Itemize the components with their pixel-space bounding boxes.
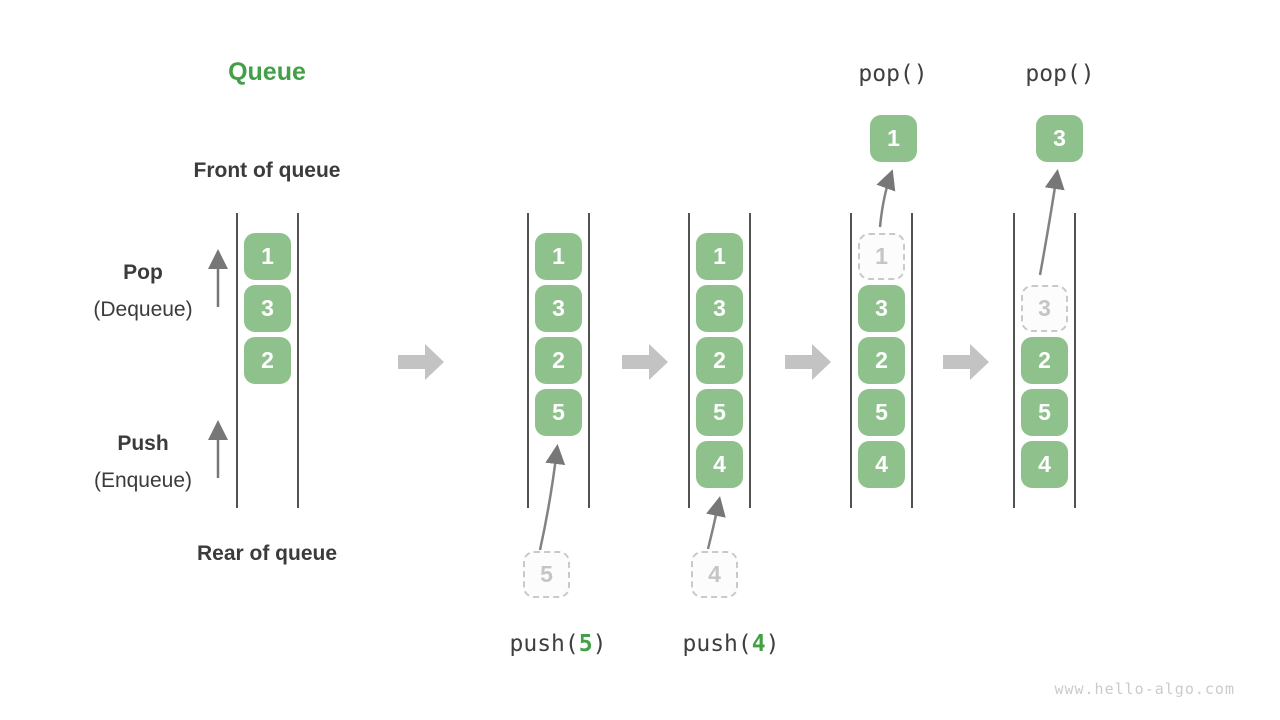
popped-item: 3 [1036,115,1083,162]
queue-item: 3 [696,285,743,332]
push-close-text: ) [765,631,780,657]
enqueue-label: (Enqueue) [93,469,193,492]
queue-state-5: 3 2 5 4 [1013,213,1076,508]
dequeue-label: (Dequeue) [93,298,193,321]
push-close-text: ) [592,631,607,657]
removed-item-ghost: 1 [858,233,905,280]
front-of-queue-label: Front of queue [193,159,341,182]
queue-state-4: 1 3 2 5 4 [850,213,913,508]
push-fn-text: push( [682,631,752,657]
queue-item: 1 [244,233,291,280]
queue-item: 5 [696,389,743,436]
site-watermark: www.hello-algo.com [1054,680,1235,698]
popped-item: 1 [870,115,917,162]
queue-item: 2 [696,337,743,384]
push-4-call-label: push(4) [651,631,811,657]
queue-item: 4 [1021,441,1068,488]
queue-state-2: 1 3 2 5 [527,213,590,508]
push-arg-text: 5 [578,631,593,657]
queue-item: 4 [858,441,905,488]
queue-item: 3 [858,285,905,332]
pop-call-label: pop() [1025,61,1095,87]
incoming-item-ghost: 4 [691,551,738,598]
queue-item: 1 [696,233,743,280]
push-4-arrow-icon [706,496,726,550]
queue-item: 5 [535,389,582,436]
queue-item: 2 [858,337,905,384]
queue-item: 2 [535,337,582,384]
queue-state-3: 1 3 2 5 4 [688,213,751,508]
queue-item: 3 [244,285,291,332]
state-transition-arrow-icon [398,344,444,380]
queue-item: 4 [696,441,743,488]
queue-item: 5 [858,389,905,436]
push-fn-text: push( [509,631,579,657]
queue-item: 1 [535,233,582,280]
queue-item: 5 [1021,389,1068,436]
state-transition-arrow-icon [943,344,989,380]
queue-item: 3 [535,285,582,332]
state-transition-arrow-icon [785,344,831,380]
state-transition-arrow-icon [622,344,668,380]
push-5-call-label: push(5) [478,631,638,657]
rear-of-queue-label: Rear of queue [196,542,338,565]
pop-label: Pop [123,261,163,284]
queue-state-1: 1 3 2 [236,213,299,508]
removed-item-ghost: 3 [1021,285,1068,332]
push-arg-text: 4 [751,631,766,657]
incoming-item-ghost: 5 [523,551,570,598]
pop-call-label: pop() [858,61,928,87]
push-label: Push [117,432,169,455]
queue-item: 2 [1021,337,1068,384]
queue-item: 2 [244,337,291,384]
diagram-title: Queue [228,58,306,86]
